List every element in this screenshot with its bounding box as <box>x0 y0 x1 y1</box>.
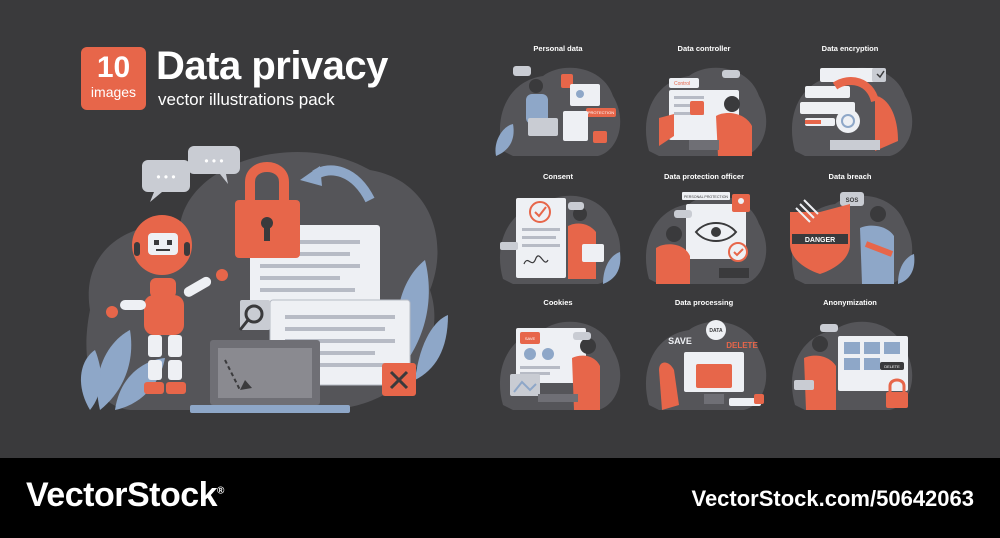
anonymization-illustration: DELETE <box>791 321 913 410</box>
image-count-badge: 10 images <box>81 47 146 110</box>
robot-icon <box>106 215 228 394</box>
data-controller-illustration: Control <box>645 67 767 156</box>
tile-anonymization: Anonymization DELETE <box>780 298 920 422</box>
svg-text:DELETE: DELETE <box>884 364 900 369</box>
tile-title: Data breach <box>828 172 872 181</box>
tile-title: Personal data <box>533 44 583 53</box>
data-encryption-illustration <box>791 67 913 156</box>
tile-cookies: Cookies SAVE <box>488 298 628 422</box>
padlock-icon <box>235 162 300 258</box>
tile-title: Cookies <box>543 298 573 307</box>
tile-title: Consent <box>543 172 573 181</box>
badge-label: images <box>90 84 137 100</box>
svg-text:• • •: • • • <box>204 154 223 168</box>
tile-data-controller: Data controller Control <box>634 44 774 168</box>
hero-illustration: • • • • • • <box>80 146 448 413</box>
tile-data-processing: Data processing DATA SAVE DELETE <box>634 298 774 422</box>
personal-data-illustration: PROTECTION <box>495 66 621 156</box>
cookies-illustration: SAVE <box>499 321 621 410</box>
tile-data-breach: Data breach SOS DANGER <box>780 172 920 296</box>
tile-personal-data: Personal data PROTECTION <box>488 44 628 168</box>
footer-image-id: VectorStock.com/50642063 <box>691 486 974 511</box>
svg-text:DATA: DATA <box>709 328 723 334</box>
artwork-canvas: 10 images Data privacy vector illustrati… <box>80 44 920 422</box>
footer-bar: VectorStock® VectorStock.com/50642063 <box>0 458 1000 538</box>
data-processing-illustration: DATA SAVE DELETE <box>645 320 767 410</box>
svg-text:SAVE: SAVE <box>668 336 692 346</box>
dpo-illustration: PERSONAL PROTECTION <box>645 192 767 284</box>
tile-data-protection-officer: Data protection officer PERSONAL PROTECT… <box>634 172 774 296</box>
svg-text:DELETE: DELETE <box>726 341 758 350</box>
svg-text:SAVE: SAVE <box>525 336 536 341</box>
tile-data-encryption: Data encryption <box>780 44 920 168</box>
tile-title: Data protection officer <box>663 172 744 181</box>
page-subtitle: vector illustrations pack <box>158 90 335 109</box>
svg-text:PROTECTION: PROTECTION <box>588 110 614 115</box>
tile-title: Anonymization <box>823 298 877 307</box>
tile-title: Data processing <box>674 298 734 307</box>
tile-title: Data controller <box>677 44 731 53</box>
svg-text:DANGER: DANGER <box>805 237 835 244</box>
svg-text:• • •: • • • <box>156 170 175 184</box>
brand-mark: ® <box>217 485 224 497</box>
consent-illustration <box>499 195 621 284</box>
page-title: Data privacy <box>156 44 388 88</box>
svg-text:SOS: SOS <box>846 198 859 204</box>
badge-number: 10 <box>96 51 131 84</box>
svg-text:PERSONAL PROTECTION: PERSONAL PROTECTION <box>684 195 728 199</box>
data-breach-illustration: SOS DANGER <box>790 192 915 284</box>
footer-brand: VectorStock® <box>26 476 224 515</box>
tile-title: Data encryption <box>821 44 879 53</box>
svg-text:Control: Control <box>674 81 690 87</box>
tile-consent: Consent <box>488 172 628 296</box>
brand-name: VectorStock <box>26 476 218 514</box>
